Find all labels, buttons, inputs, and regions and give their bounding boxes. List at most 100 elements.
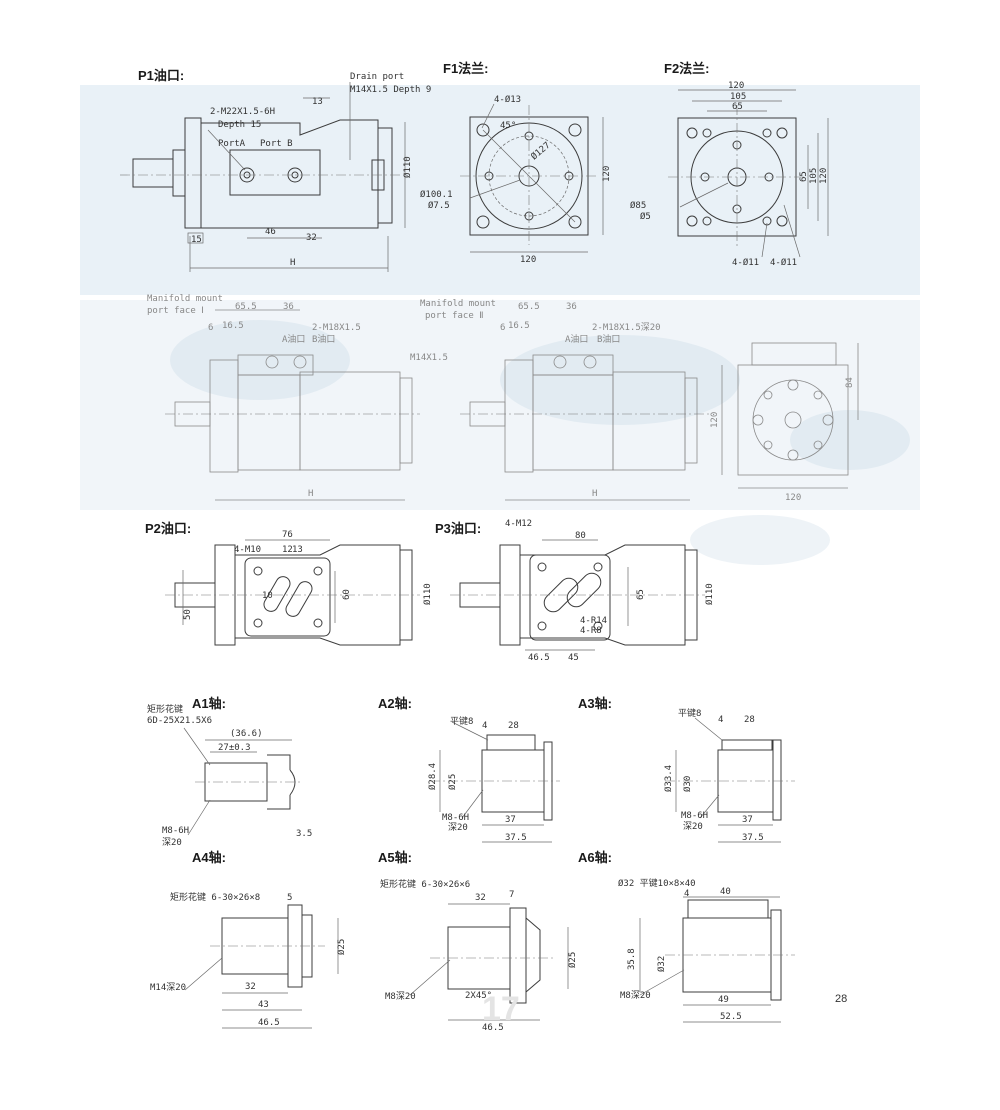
a6-shaft-view: Ø32 平键10×8×40 40 4 35.8 Ø32 M8深20 49 52.…: [618, 877, 795, 1023]
page-number-left: 17: [482, 990, 520, 1028]
heading-p2: P2油口:: [145, 521, 191, 536]
manifold-right-dim-36: 36: [566, 302, 577, 312]
p2-dim-76: 76: [282, 530, 293, 540]
p3-r8: 4-R8: [580, 626, 602, 636]
a4-dim-32: 32: [245, 982, 256, 992]
heading-a6: A6轴:: [578, 850, 612, 865]
a2-dim-37-5: 37.5: [505, 833, 527, 843]
a5-spline: 矩形花键 6-30×26×6: [380, 878, 470, 890]
a3-dim-4: 4: [718, 715, 723, 725]
heading-a4: A4轴:: [192, 850, 226, 865]
a5-dim-7: 7: [509, 890, 514, 900]
a4-spline: 矩形花键 6-30×26×8: [170, 891, 260, 903]
page-number-right: 28: [835, 993, 847, 1005]
a5-chamfer: 2X45°: [465, 991, 492, 1001]
p1-dim-15: 15: [191, 235, 202, 245]
a3-dia-b: Ø30: [682, 776, 693, 792]
p1-side-view: Drain port M14X1.5 Depth 9 2-M22X1.5-6H …: [120, 72, 431, 272]
f1-height: 120: [602, 166, 612, 182]
p1-drain-port-label: Drain port: [350, 72, 404, 82]
heading-f2: F2法兰:: [664, 61, 710, 76]
manifold-m14: M14X1.5: [410, 353, 448, 363]
manifold-right-dim-65-5: 65.5: [518, 302, 540, 312]
p2-dim-50: 50: [183, 609, 193, 620]
a2-dim-37: 37: [505, 815, 516, 825]
manifold-h-left: H: [308, 489, 313, 499]
p2-dim-dia110: Ø110: [422, 583, 433, 605]
a6-dia-b: Ø32: [656, 956, 667, 972]
manifold-end-width: 120: [785, 493, 801, 503]
a2-shaft-view: 平键8 4 28 Ø28.4 Ø25 M8-6H 深20 37 37.5: [427, 715, 560, 843]
manifold-right-thread: 2-M18X1.5深20: [592, 322, 661, 333]
f1-width: 120: [520, 255, 536, 265]
a5-dim-46-5: 46.5: [482, 1023, 504, 1033]
p1-port-a-label: PortA: [218, 139, 246, 149]
manifold-end-84: 84: [845, 377, 855, 388]
p2-dim-10: 10: [262, 591, 273, 601]
f2-w120: 120: [728, 81, 744, 91]
f2-pilot: Ø85: [630, 200, 646, 211]
manifold-h-right: H: [592, 489, 597, 499]
a5-dim-32: 32: [475, 893, 486, 903]
p2-holes: 4-M10: [234, 545, 261, 555]
heading-a5: A5轴:: [378, 850, 412, 865]
f2-pilot-b: Ø5: [640, 211, 651, 222]
p1-port-b-label: Port B: [260, 139, 293, 149]
p3-r14: 4-R14: [580, 616, 607, 626]
manifold-face-right-line2: port face Ⅱ: [425, 311, 484, 321]
manifold-face-right-line1: Manifold mount: [420, 299, 496, 309]
heading-a1: A1轴:: [192, 696, 226, 711]
p1-dim-13: 13: [312, 97, 323, 107]
a2-key: 平键8: [450, 715, 473, 727]
a3-dia-a: Ø33.4: [663, 765, 674, 792]
a6-dia-a: 35.8: [627, 948, 637, 970]
manifold-right-port-a: A油口: [565, 333, 588, 345]
a5-shaft-view: 矩形花键 6-30×26×6 32 7 Ø25 M8深20 2X45° 46.5: [380, 878, 578, 1033]
manifold-dim-65-5: 65.5: [235, 302, 257, 312]
p3-dim-46-5: 46.5: [528, 653, 550, 663]
manifold-right-dim-6: 6: [500, 323, 505, 333]
a4-thread: M14深20: [150, 982, 186, 993]
manifold-dim-36: 36: [283, 302, 294, 312]
manifold-port-a: A油口: [282, 333, 305, 345]
p3-dim-dia110: Ø110: [704, 583, 715, 605]
a4-shaft-view: 矩形花键 6-30×26×8 5 Ø25 M14深20 32 43 46.5: [150, 891, 347, 1029]
a4-dim-46-5: 46.5: [258, 1018, 280, 1028]
f1-holes: 4-Ø13: [494, 94, 521, 105]
a6-dim-4: 4: [684, 889, 689, 899]
a3-thread: M8-6H: [681, 811, 708, 821]
heading-a3: A3轴:: [578, 696, 612, 711]
a1-depth: 深20: [162, 837, 182, 848]
manifold-view-left: Manifold mount port face Ⅰ 65.5 36 6 16.…: [147, 294, 448, 501]
manifold-face-left-line1: Manifold mount: [147, 294, 223, 304]
a3-dim-37: 37: [742, 815, 753, 825]
a1-dim-3-5: 3.5: [296, 829, 312, 839]
p3-side-view: 4-M12 80 65 4-R14 4-R8 46.5 45 Ø110: [450, 519, 715, 663]
a2-dia-b: Ø25: [447, 774, 458, 790]
a1-thread: M8-6H: [162, 826, 189, 836]
f2-h65: 65: [799, 171, 809, 182]
heading-f1: F1法兰:: [443, 61, 489, 76]
p2-side-view: 76 4-M10 12 13 10 60 50 Ø110: [165, 530, 433, 646]
manifold-view-right: Manifold mount port face Ⅱ 65.5 36 6 16.…: [420, 299, 710, 501]
f2-flange-view: 120 105 65 65 105 120 Ø85 Ø5 4-Ø11 4-Ø11: [630, 81, 829, 268]
heading-a2: A2轴:: [378, 696, 412, 711]
p3-dim-80: 80: [575, 531, 586, 541]
a3-dim-37-5: 37.5: [742, 833, 764, 843]
a5-dia25: Ø25: [567, 952, 578, 968]
a4-dim-43: 43: [258, 1000, 269, 1010]
p3-dim-65: 65: [636, 589, 646, 600]
a4-dia25: Ø25: [336, 939, 347, 955]
p2-dim-13: 13: [292, 545, 303, 555]
a2-thread: M8-6H: [442, 813, 469, 823]
a6-spec: Ø32 平键10×8×40: [618, 877, 696, 889]
manifold-dim-6: 6: [208, 323, 213, 333]
a4-dim-5: 5: [287, 893, 292, 903]
p2-dim-12: 12: [282, 545, 293, 555]
background-map: [80, 85, 920, 565]
heading-p1: P1油口:: [138, 68, 184, 83]
f2-holes-a: 4-Ø11: [732, 257, 759, 268]
a1-spline: 矩形花键: [147, 703, 183, 715]
a1-dim-36-6: (36.6): [230, 729, 263, 739]
